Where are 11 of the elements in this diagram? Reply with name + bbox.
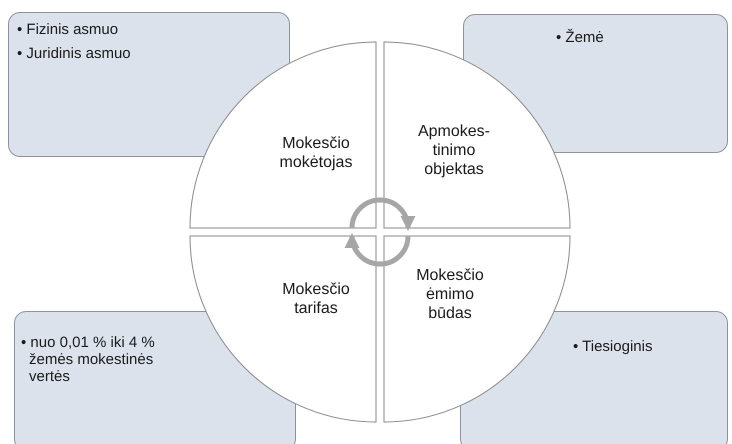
cycle-arrow — [350, 198, 415, 231]
bullet-item: • Fizinis asmuo — [17, 21, 118, 38]
quadrant-label: Mokesčio mokėtojas — [278, 134, 354, 172]
bullet-item: • Žemė — [556, 29, 604, 46]
bullet-item: • Juridinis asmuo — [17, 45, 131, 62]
cycle-arrow — [345, 233, 410, 266]
quadrant-label: Mokesčio ėmimo būdas — [415, 266, 485, 323]
bullet-item: • nuo 0,01 % iki 4 % žemės mokestinės vertės — [21, 334, 156, 385]
quadrant-label: Apmokes- tinimo objektas — [416, 122, 492, 179]
quadrant-label: Mokesčio tarifas — [281, 280, 351, 318]
bullet-item: • Tiesioginis — [573, 338, 652, 355]
